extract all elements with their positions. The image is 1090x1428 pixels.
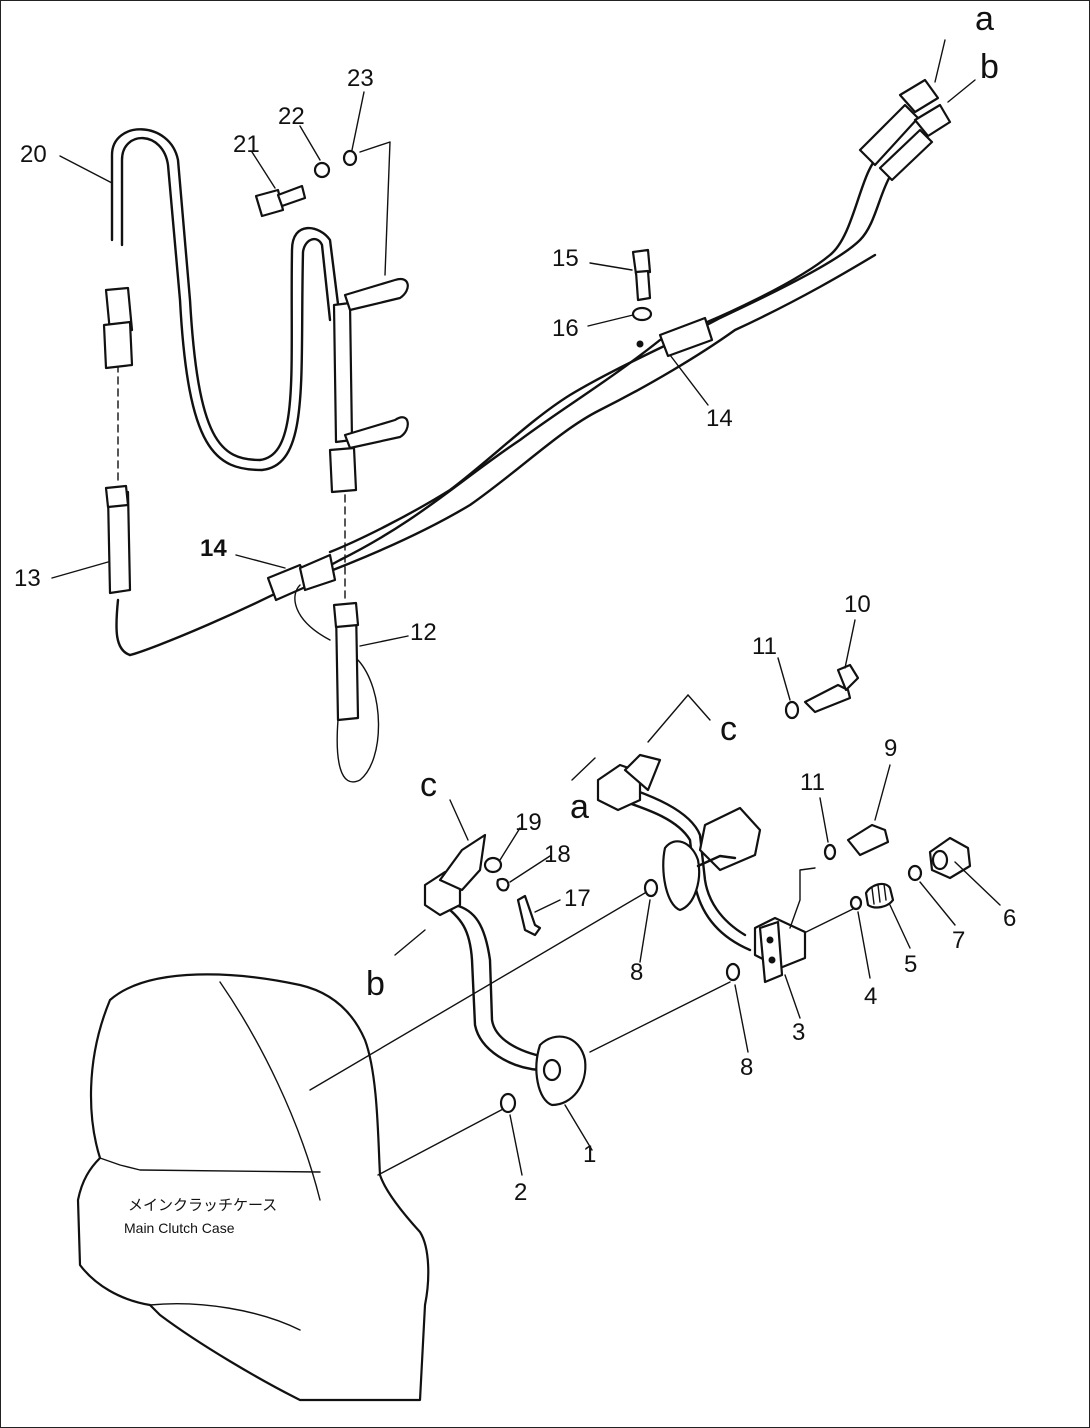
label-part-20: 20 — [20, 141, 47, 168]
label-part-3: 3 — [792, 1019, 805, 1046]
label-part-5: 5 — [904, 951, 917, 978]
label-part-19: 19 — [515, 809, 542, 836]
hose-assembly — [104, 78, 952, 783]
label-part-15: 15 — [552, 245, 579, 272]
label-part-21: 21 — [233, 131, 260, 158]
pipe-b — [423, 833, 587, 1107]
label-part-23: 23 — [347, 65, 374, 92]
small-parts — [483, 663, 972, 1114]
label-part-11b: 11 — [800, 769, 825, 796]
label-part-2: 2 — [514, 1179, 527, 1206]
label-part-11a: 11 — [752, 633, 777, 660]
mark-b-bottom: b — [366, 965, 385, 1003]
label-part-8b: 8 — [740, 1054, 753, 1081]
leader-lines — [51, 39, 1001, 1176]
pipe-a — [596, 753, 762, 952]
assembly-lines — [309, 889, 856, 1176]
part-labels: 1 2 3 4 5 6 7 8 8 9 10 11 11 12 13 14 14… — [14, 65, 1016, 1206]
label-part-14a: 14 — [706, 405, 733, 432]
label-part-16: 16 — [552, 315, 579, 342]
mark-a-top: a — [975, 0, 994, 38]
case-label-jp: メインクラッチケース — [128, 1197, 277, 1214]
label-part-7: 7 — [952, 927, 965, 954]
mark-b-top: b — [980, 48, 999, 86]
label-part-12: 12 — [410, 619, 437, 646]
bolts-top — [254, 149, 653, 322]
label-part-1: 1 — [583, 1141, 596, 1168]
label-part-14b: 14 — [200, 535, 227, 562]
valve-block-3 — [753, 867, 816, 984]
label-part-18: 18 — [544, 841, 571, 868]
label-part-22: 22 — [278, 103, 305, 130]
label-part-17: 17 — [564, 885, 591, 912]
mark-c-right: c — [720, 710, 737, 748]
mark-c-left: c — [420, 766, 437, 804]
label-part-13: 13 — [14, 565, 41, 592]
label-part-4: 4 — [864, 983, 877, 1010]
pipe-20 — [102, 128, 409, 494]
mark-a-bottom: a — [570, 788, 589, 826]
label-part-9: 9 — [884, 735, 897, 762]
label-part-6: 6 — [1003, 905, 1016, 932]
case-label-en: Main Clutch Case — [124, 1220, 235, 1236]
main-clutch-case: メインクラッチケース Main Clutch Case — [76, 973, 430, 1402]
label-part-8a: 8 — [630, 959, 643, 986]
connection-marks: a b a b c c — [366, 0, 999, 1003]
label-part-10: 10 — [844, 591, 871, 618]
